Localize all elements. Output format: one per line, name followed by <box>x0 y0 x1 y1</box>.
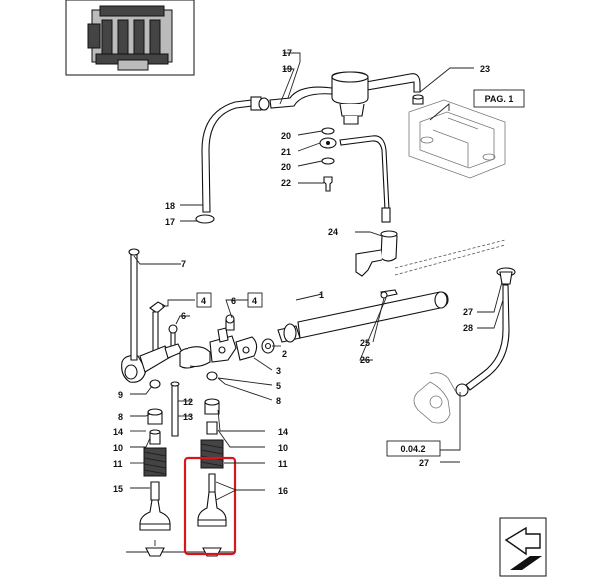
ref-fitting-outline <box>413 372 457 424</box>
callout-27b: 27 <box>419 458 429 468</box>
callout-11b: 11 <box>278 459 288 469</box>
callout-8b: 8 <box>276 396 281 406</box>
callout-3: 3 <box>276 366 281 376</box>
engine-thumbnail-icon[interactable] <box>65 0 195 76</box>
callout-28: 28 <box>463 323 473 333</box>
callout-18: 18 <box>165 201 175 211</box>
rocker-assembly <box>121 301 237 383</box>
callout-21: 21 <box>281 147 291 157</box>
callout-25: 25 <box>360 338 370 348</box>
page-ref-box[interactable]: PAG. 1 <box>473 89 525 108</box>
callout-6b: 6 <box>231 296 236 306</box>
callout-22: 22 <box>281 178 291 188</box>
pushrod <box>128 248 140 361</box>
valve-left <box>126 379 186 557</box>
callout-12: 12 <box>183 397 193 407</box>
callout-16: 16 <box>278 486 288 496</box>
rocker-shaft <box>235 289 449 361</box>
callout-7: 7 <box>181 259 186 269</box>
callout-14b: 14 <box>278 427 288 437</box>
callout-5: 5 <box>276 381 281 391</box>
callout-labels: 1 2 3 4 4 5 6 6 7 8 8 9 10 10 11 11 12 1… <box>113 48 490 496</box>
callout-4b: 4 <box>252 296 257 306</box>
banjo-fittings <box>319 127 337 192</box>
next-page-arrow-icon[interactable] <box>499 517 547 577</box>
callout-23: 23 <box>480 64 490 74</box>
hose-upper <box>195 73 421 224</box>
callout-9: 9 <box>118 390 123 400</box>
valve-guide-12 <box>170 381 180 437</box>
ref-box-4a <box>196 292 212 308</box>
callout-11a: 11 <box>113 459 123 469</box>
hose-right <box>455 267 516 397</box>
callout-14a: 14 <box>113 427 123 437</box>
pump-body-outline <box>394 94 506 276</box>
callout-4a: 4 <box>201 296 206 306</box>
valve-right <box>186 371 236 557</box>
ref-box-4b <box>247 292 263 308</box>
callout-24: 24 <box>328 227 338 237</box>
callout-15: 15 <box>113 484 123 494</box>
callout-19: 19 <box>282 64 292 74</box>
leader-lines <box>130 52 504 501</box>
callout-26: 26 <box>360 355 370 365</box>
section-ref-label: 0.04.2 <box>400 444 425 454</box>
section-ref-box[interactable]: 0.04.2 <box>386 440 441 457</box>
callout-27a: 27 <box>463 307 473 317</box>
valve-highlight-box <box>183 456 237 556</box>
callout-17a: 17 <box>165 217 175 227</box>
callout-10b: 10 <box>278 443 288 453</box>
fuel-pipe-24 <box>339 135 398 277</box>
callout-20a: 20 <box>281 131 291 141</box>
callout-17b: 17 <box>282 48 292 58</box>
callout-8a: 8 <box>118 412 123 422</box>
callout-10a: 10 <box>113 443 123 453</box>
fuel-filter <box>331 71 369 125</box>
callout-1: 1 <box>319 290 324 300</box>
page-ref-label: PAG. 1 <box>485 94 514 104</box>
callout-2: 2 <box>282 349 287 359</box>
callout-6a: 6 <box>181 311 186 321</box>
callout-13: 13 <box>183 412 193 422</box>
callout-20b: 20 <box>281 162 291 172</box>
